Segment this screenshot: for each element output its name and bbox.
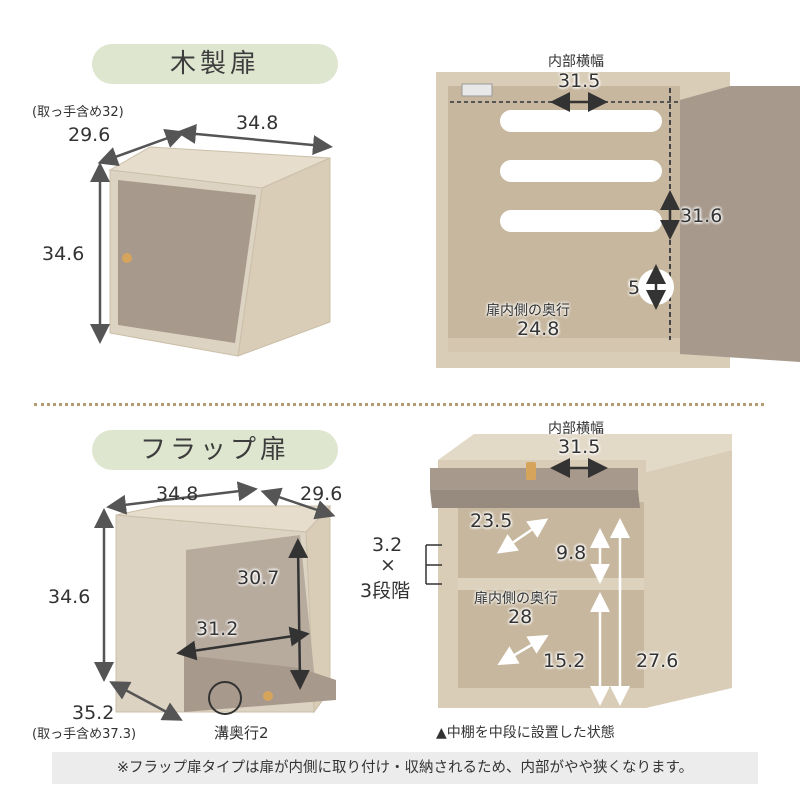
section2-shelf-width: 23.5 xyxy=(470,510,513,532)
section1-hole-pitch: 5 xyxy=(628,277,641,299)
flap-door-cube xyxy=(115,504,336,715)
section2-caption: ▲中棚を中段に設置した状態 xyxy=(436,725,615,741)
section2-handle-note: (取っ手含め37.3) xyxy=(32,727,137,742)
section2-inner-width: 31.5 xyxy=(558,436,601,458)
footnote: ※フラップ扉タイプは扉が内側に取り付け・収納されるため、内部がやや狭くなります。 xyxy=(52,752,758,784)
section2-lower-gap: 15.2 xyxy=(543,650,586,672)
section2-inner-depth-label: 扉内側の奥行 xyxy=(474,591,558,607)
section1-width: 34.8 xyxy=(236,112,279,134)
section2-width: 34.8 xyxy=(156,483,199,505)
section1-handle-note: (取っ手含め32) xyxy=(32,105,124,120)
section1-inner-depth-label: 扉内側の奥行 xyxy=(486,303,570,319)
section2-inner-depth: 28 xyxy=(508,606,533,628)
section2-inner-width-label: 内部横幅 xyxy=(548,421,604,437)
section2-bottom-depth: 35.2 xyxy=(72,702,115,724)
section1-title: 木製扉 xyxy=(92,44,338,84)
section-divider xyxy=(34,403,764,406)
section1-inner-depth: 24.8 xyxy=(517,318,560,340)
section1-height: 34.6 xyxy=(42,243,85,265)
section2-door-height: 30.7 xyxy=(237,567,280,589)
section2-steps: 3段階 xyxy=(360,580,411,602)
wood-door-interior xyxy=(436,72,800,368)
section2-door-width: 31.2 xyxy=(196,618,239,640)
section2-pitch: 3.2 xyxy=(372,534,403,556)
section1-inner-height: 31.6 xyxy=(680,205,723,227)
section1-inner-width: 31.5 xyxy=(558,70,601,92)
section2-times: × xyxy=(380,554,396,576)
section1-depth: 29.6 xyxy=(68,124,111,146)
section2-height: 34.6 xyxy=(48,586,91,608)
section2-depth: 29.6 xyxy=(300,483,343,505)
wood-door-cube xyxy=(108,146,331,357)
section1-inner-width-label: 内部横幅 xyxy=(548,54,604,70)
section2-top-gap: 9.8 xyxy=(556,542,587,564)
section2-groove-label: 溝奥行2 xyxy=(214,724,269,742)
section2-title: フラップ扉 xyxy=(92,430,338,470)
section2-total-inner-height: 27.6 xyxy=(636,650,679,672)
